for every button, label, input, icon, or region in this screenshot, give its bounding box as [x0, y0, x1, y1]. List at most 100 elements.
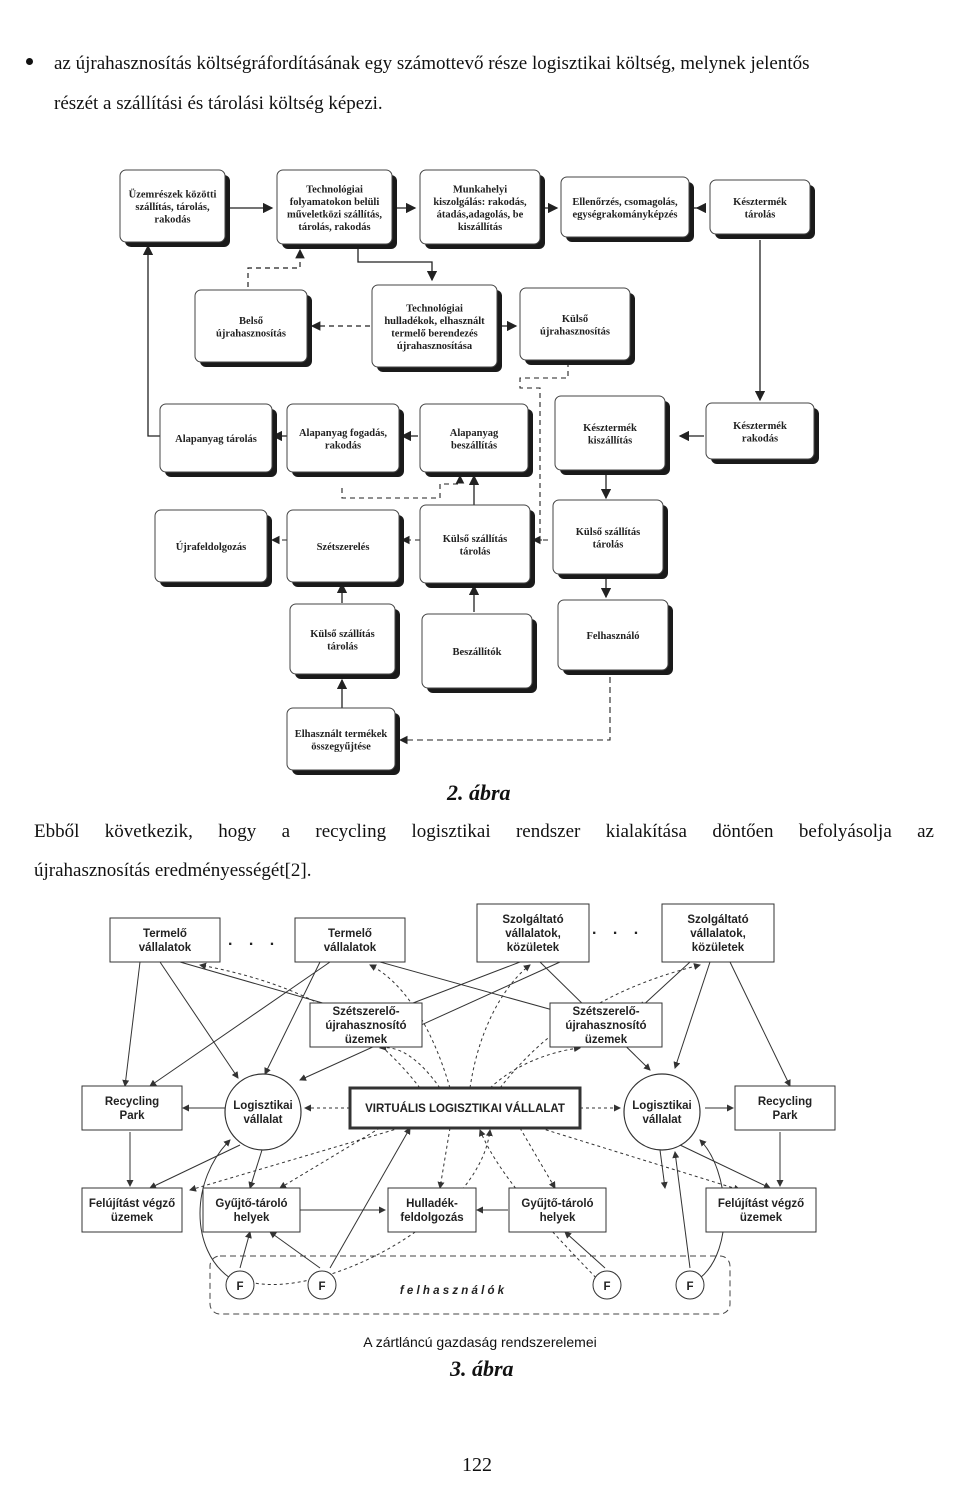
diagram-node: Hulladék-feldolgozás [387, 1187, 477, 1233]
flowchart-box: Ellenőrzés, csomagolás,egységrakománykép… [560, 176, 694, 242]
box-label-line: Külső szállítás [310, 629, 374, 640]
diagram-node: Szolgáltató vállalatok, közületek [476, 903, 590, 963]
box-label-line: tárolás, rakodás [298, 222, 370, 233]
box-label-line: Munkahelyi [453, 184, 507, 195]
box-label-line: Logisztikai [632, 1100, 691, 1112]
diagram-node: Gyűjtő-tároló helyek [202, 1187, 301, 1233]
box-label-line: tárolás [745, 209, 776, 220]
box-label-line: Késztermék [583, 423, 637, 434]
box-label-line: Szolgáltató [502, 914, 563, 926]
box-label-line: vállalatok [139, 942, 192, 954]
box-label-line: üzemek [585, 1034, 628, 1046]
box-label-line: helyek [540, 1212, 576, 1224]
user-node: F [225, 1270, 255, 1300]
box-label-line: Üzemrészek közötti [129, 188, 217, 201]
bullet-point [26, 58, 33, 65]
box-label-line: Beszállítók [453, 647, 502, 658]
box-label-line: tárolás [593, 539, 624, 550]
box-label-line: újrahasznosítás [540, 326, 610, 337]
box-label-line: helyek [234, 1212, 270, 1224]
user-node: F [675, 1270, 705, 1300]
box-label-line: Hulladék- [406, 1198, 458, 1210]
box-label-line: újrahasznosítás [216, 328, 286, 339]
box-label-line: Logisztikai [233, 1100, 292, 1112]
diagram-node: Szolgáltató vállalatok, közületek [661, 903, 775, 963]
box-label-line: Park [773, 1110, 799, 1122]
box-label-line: Belső [239, 316, 263, 327]
diagram-node: Gyűjtő-tároló helyek [508, 1187, 607, 1233]
flowchart-box: Alapanyag tárolás [159, 403, 277, 477]
diagram-node: Felújítást végző üzemek [705, 1187, 817, 1233]
box-label-line: Elhasznált termékek [295, 729, 388, 740]
flowchart-box: Technológiai hulladékok, elhasználttermel… [371, 284, 502, 372]
box-label-line: közületek [507, 942, 560, 954]
box-label-line: hulladékok, elhasznált [384, 316, 485, 327]
paragraph-1-line-1: az újrahasznosítás költségráfordításának… [54, 53, 810, 74]
box-label-line: vállalatok, [505, 928, 561, 940]
flowchart-box: Beszállítók [421, 613, 537, 693]
box-label-line: termelő berendezés [391, 328, 477, 339]
user-node: F [307, 1270, 337, 1300]
flowchart-box: Felhasználó [557, 599, 673, 675]
figure-2-caption: 2. ábra [447, 780, 511, 805]
box-label-line: kiszállítás [458, 222, 502, 233]
box-label-line: szállítás, tárolás, [135, 202, 210, 213]
box-label-line: Szolgáltató [687, 914, 748, 926]
box-label-line: Technológiai [406, 303, 463, 314]
box-label-line: Gyűjtő-tároló [521, 1198, 593, 1210]
box-label-line: rakodás [154, 215, 190, 226]
user-node: F [592, 1270, 622, 1300]
box-label-line: Felújítást végző [89, 1198, 175, 1210]
box-label-line: kiszállítás [588, 435, 632, 446]
box-label-line: átadás,adagolás, be [437, 209, 524, 220]
user-label: F [686, 1281, 693, 1293]
flowchart-box: Alapanyag fogadás,rakodás [286, 403, 404, 477]
box-label-line: egységrakományképzés [573, 209, 678, 220]
box-label-line: vállalatok [324, 942, 377, 954]
box-label-line: Alapanyag [450, 428, 499, 439]
box-label-line: üzemek [740, 1212, 783, 1224]
box-label-line: Termelő [143, 928, 187, 940]
box-label-line: tárolás [460, 546, 491, 557]
box-label-line: Külső szállítás [443, 534, 507, 545]
users-group-label: f e l h a s z n á l ó k [400, 1285, 505, 1297]
box-label-line: Gyűjtő-tároló [215, 1198, 287, 1210]
box-label-line: kiszolgálás: rakodás, [433, 197, 527, 208]
diagram-node: VIRTUÁLIS LOGISZTIKAI VÁLLALAT [348, 1086, 582, 1130]
box-label-line: újrahasznosítása [397, 341, 473, 352]
box-label-line: vállalat [643, 1114, 682, 1126]
box-label-line: Recycling [105, 1096, 159, 1108]
flowchart-box: Munkahelyi kiszolgálás: rakodás,átadás,ad… [419, 169, 545, 249]
box-label-line: feldolgozás [400, 1212, 463, 1224]
box-label-line: összegyűjtése [311, 741, 371, 752]
box-label-line: beszállítás [451, 440, 497, 451]
paragraph-1-line-2: részét a szállítási és tárolási költség … [54, 93, 383, 114]
box-label-line: műveletközi szállítás, [287, 209, 382, 220]
box-label-line: Felhasználó [586, 631, 639, 642]
box-label-line: Felújítást végző [718, 1198, 804, 1210]
paragraph-2-line-1: Ebből következik, hogy a recycling logis… [34, 821, 934, 842]
box-label-line: Termelő [328, 928, 372, 940]
box-label-line: VIRTUÁLIS LOGISZTIKAI VÁLLALAT [365, 1102, 565, 1115]
user-label: F [603, 1281, 610, 1293]
box-label-line: Alapanyag fogadás, [299, 428, 387, 439]
ellipsis-dots: . . . [228, 932, 280, 949]
box-label-line: Külső [562, 314, 588, 325]
box-label-line: Park [120, 1110, 146, 1122]
user-label: F [318, 1281, 325, 1293]
box-label-line: közületek [692, 942, 745, 954]
figure-3-subtitle: A zártláncú gazdaság rendszerelemei [363, 1334, 597, 1350]
box-label-line: vállalatok, [690, 928, 746, 940]
